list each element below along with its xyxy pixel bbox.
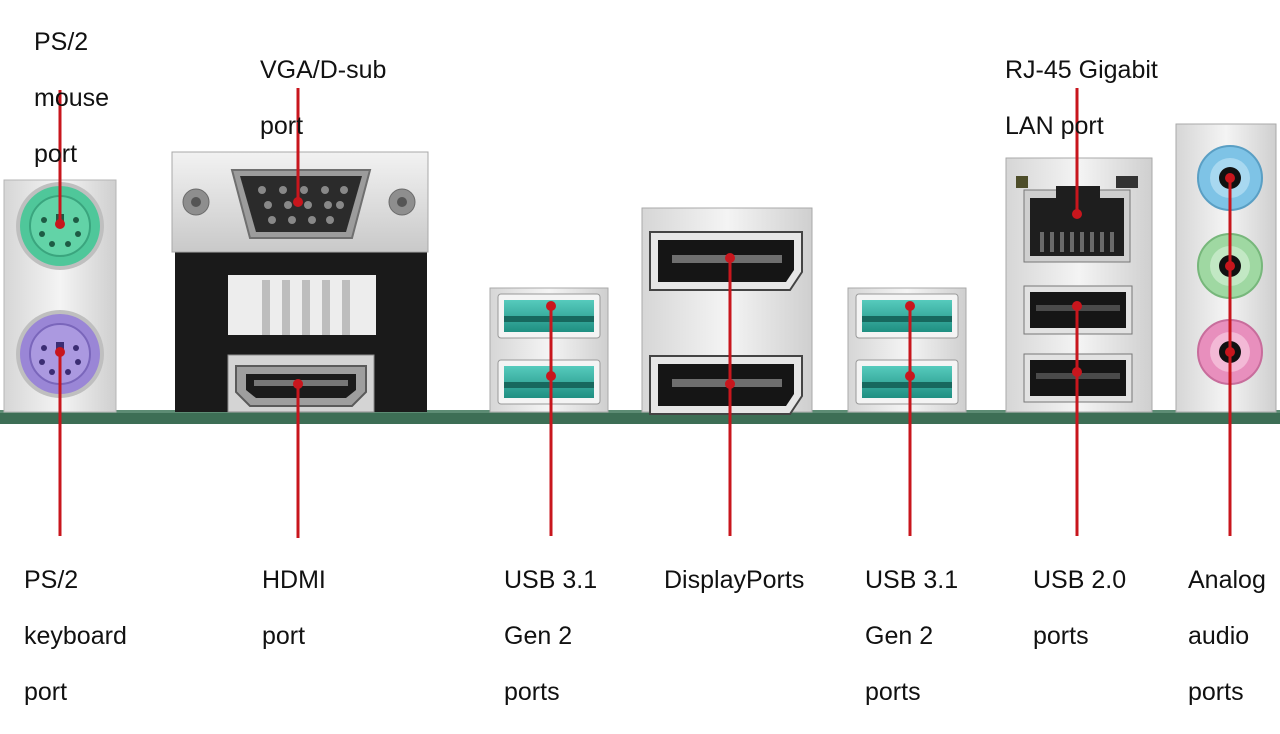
label-line: ports bbox=[504, 678, 560, 706]
label-line: port bbox=[24, 678, 68, 706]
label-line: keyboard bbox=[24, 622, 127, 650]
label-line: Analog bbox=[1188, 566, 1266, 594]
label-line: Gen 2 bbox=[865, 622, 934, 650]
label-usb20: USB 2.0 ports bbox=[1033, 538, 1126, 678]
rear-io-panel-diagram bbox=[0, 88, 1280, 538]
label-line: USB 3.1 bbox=[865, 566, 959, 594]
label-hdmi: HDMI port bbox=[262, 538, 326, 678]
label-ps2-mouse: PS/2 mouse port bbox=[34, 0, 109, 196]
label-line: mouse bbox=[34, 84, 110, 112]
label-vga: VGA/D-sub port bbox=[260, 28, 386, 168]
label-line: port bbox=[262, 622, 306, 650]
label-displayports: DisplayPorts bbox=[664, 538, 804, 622]
label-usb31-left: USB 3.1 Gen 2 ports bbox=[504, 538, 597, 734]
label-line: DisplayPorts bbox=[664, 566, 805, 594]
label-line: Gen 2 bbox=[504, 622, 573, 650]
label-usb31-right: USB 3.1 Gen 2 ports bbox=[865, 538, 958, 734]
callout-dots bbox=[55, 173, 1235, 389]
audio-jacks bbox=[1175, 123, 1277, 413]
label-line: RJ-45 Gigabit bbox=[1005, 56, 1158, 84]
label-line: ports bbox=[1188, 678, 1244, 706]
label-ps2-keyboard: PS/2 keyboard port bbox=[24, 538, 127, 734]
label-line: HDMI bbox=[262, 566, 326, 594]
label-line: USB 3.1 bbox=[504, 566, 598, 594]
label-line: port bbox=[260, 112, 304, 140]
label-rj45: RJ-45 Gigabit LAN port bbox=[1005, 28, 1158, 168]
label-line: audio bbox=[1188, 622, 1250, 650]
label-line: VGA/D-sub bbox=[260, 56, 387, 84]
label-line: PS/2 bbox=[34, 28, 89, 56]
label-line: ports bbox=[865, 678, 921, 706]
label-line: LAN port bbox=[1005, 112, 1104, 140]
vga-hdmi-block bbox=[171, 151, 429, 413]
label-audio: Analog audio ports bbox=[1188, 538, 1266, 734]
label-line: USB 2.0 bbox=[1033, 566, 1127, 594]
label-line: ports bbox=[1033, 622, 1089, 650]
label-line: PS/2 bbox=[24, 566, 79, 594]
label-line: port bbox=[34, 140, 78, 168]
pcb-strip bbox=[0, 412, 1280, 424]
callout-lines bbox=[58, 88, 1232, 538]
usb31-left-ports bbox=[489, 287, 609, 413]
